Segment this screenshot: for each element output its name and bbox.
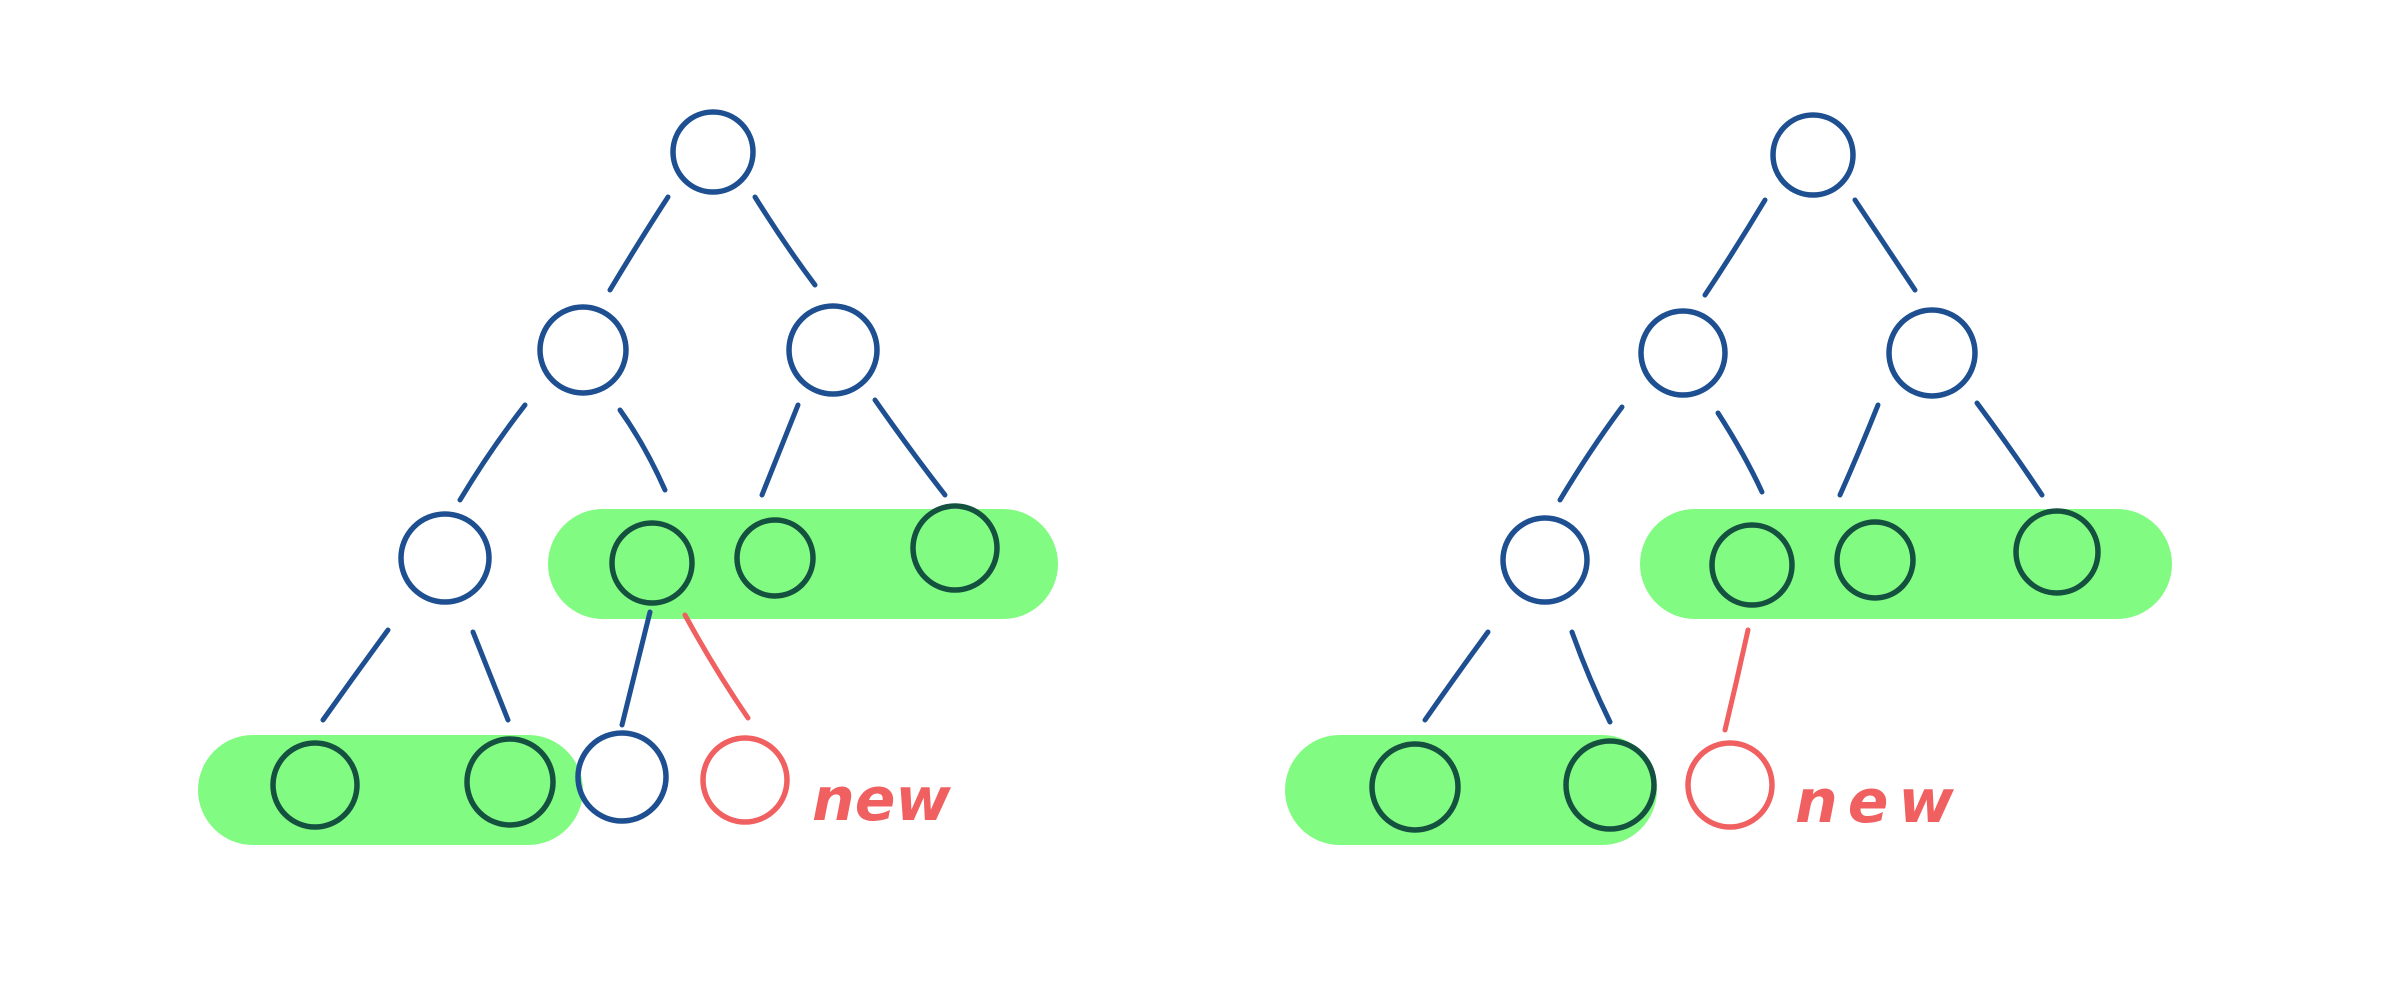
- edge: [1837, 402, 1881, 498]
- edge: [619, 609, 653, 728]
- tree-node-highlighted: [1563, 738, 1657, 832]
- edge: [1422, 629, 1491, 723]
- tree-node-highlighted: [1709, 522, 1795, 608]
- edge: [1974, 400, 2045, 498]
- edge: [872, 397, 948, 498]
- edge: [759, 402, 801, 498]
- edge: [1852, 197, 1918, 293]
- highlight-band-middle-right: [1640, 509, 2172, 619]
- edge: [470, 629, 511, 723]
- tree-node: [1770, 112, 1856, 198]
- tree-node-highlighted: [734, 517, 816, 599]
- tree-node: [1638, 308, 1728, 398]
- edge: [320, 627, 391, 723]
- edge: [1715, 410, 1765, 495]
- edge-new: [1722, 627, 1751, 733]
- highlight-band-middle-left: [548, 509, 1058, 619]
- edge: [1569, 629, 1613, 725]
- tree-node-new: [700, 735, 790, 825]
- tree-node-highlighted: [464, 736, 556, 828]
- edge: [752, 194, 818, 288]
- tree-node: [786, 303, 880, 397]
- tree-node: [670, 109, 756, 195]
- tree-node-highlighted: [1369, 741, 1461, 833]
- tree-node-highlighted: [1834, 519, 1916, 601]
- edge-new: [682, 612, 751, 721]
- tree-node: [1500, 515, 1590, 605]
- edge: [617, 407, 668, 493]
- new-label: new: [1795, 767, 1964, 837]
- tree-node: [575, 730, 669, 824]
- highlight-band-bottom-left: [198, 735, 583, 845]
- tree-node-highlighted: [270, 740, 360, 830]
- edge: [1557, 404, 1625, 503]
- tree-node-new: [1685, 740, 1775, 830]
- right-tree: new: [1285, 112, 2172, 845]
- tree-node: [398, 511, 492, 605]
- tree-node-highlighted: [910, 503, 1000, 593]
- tree-node: [1886, 307, 1978, 399]
- tree-node-highlighted: [609, 520, 695, 606]
- edge: [1702, 197, 1768, 298]
- tree-node: [537, 304, 629, 396]
- edge: [457, 402, 528, 503]
- new-label: new: [812, 765, 951, 835]
- left-tree: new: [198, 109, 1058, 845]
- edge: [607, 194, 671, 293]
- tree-node-highlighted: [2013, 508, 2101, 596]
